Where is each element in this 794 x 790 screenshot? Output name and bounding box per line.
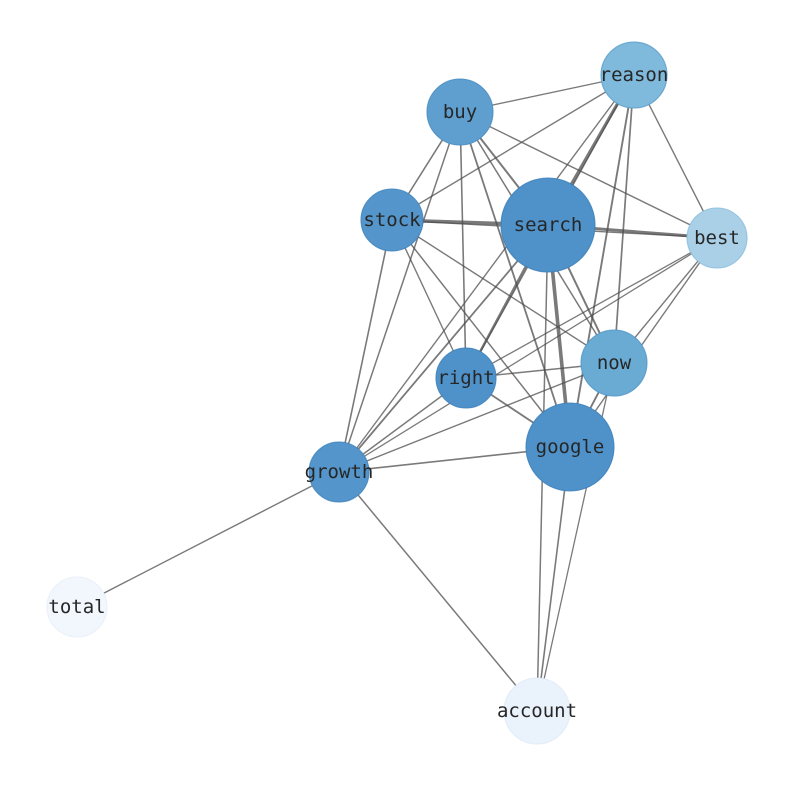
graph-node-right[interactable] <box>435 347 497 409</box>
nodes-layer <box>46 41 748 745</box>
graph-node-label-best: best <box>694 227 740 249</box>
graph-edge <box>391 219 571 448</box>
graph-edge <box>465 237 718 379</box>
graph-node-label-now: now <box>597 352 632 374</box>
graph-node-label-right: right <box>437 367 494 389</box>
graph-node-total[interactable] <box>46 576 108 638</box>
graph-edge <box>459 111 467 379</box>
graph-edge <box>459 111 718 239</box>
graph-node-label-total: total <box>48 596 105 618</box>
graph-edge <box>338 111 461 473</box>
graph-edge <box>459 111 571 448</box>
graph-edge <box>338 74 635 473</box>
graph-node-label-google: google <box>536 436 605 458</box>
graph-node-reason[interactable] <box>600 41 668 109</box>
graph-edge <box>76 471 340 608</box>
graph-edge <box>569 74 635 448</box>
graph-node-label-buy: buy <box>443 101 477 123</box>
labels-layer: reason buy search stock best now right google gr… <box>48 64 739 722</box>
graph-node-label-search: search <box>514 214 583 236</box>
graph-node-label-stock: stock <box>363 209 421 231</box>
graph-node-label-reason: reason <box>600 64 669 86</box>
graph-edge <box>613 74 635 364</box>
graph-node-buy[interactable] <box>426 78 494 146</box>
graph-node-google[interactable] <box>525 402 615 492</box>
graph-node-best[interactable] <box>686 207 748 269</box>
edges-layer <box>76 73 719 712</box>
graph-edge <box>391 219 615 364</box>
graph-node-stock[interactable] <box>360 188 424 252</box>
graph-edge <box>338 224 549 473</box>
graph-edge <box>338 219 393 473</box>
graph-edge <box>338 362 615 473</box>
graph-node-growth[interactable] <box>308 441 370 503</box>
graph-edge <box>338 237 718 473</box>
graph-node-label-account: account <box>497 700 577 722</box>
graph-node-now[interactable] <box>580 329 648 397</box>
graph-node-label-growth: growth <box>305 461 374 483</box>
graph-node-account[interactable] <box>503 677 571 745</box>
graph-edge <box>338 471 538 712</box>
graph-node-search[interactable] <box>500 177 596 273</box>
